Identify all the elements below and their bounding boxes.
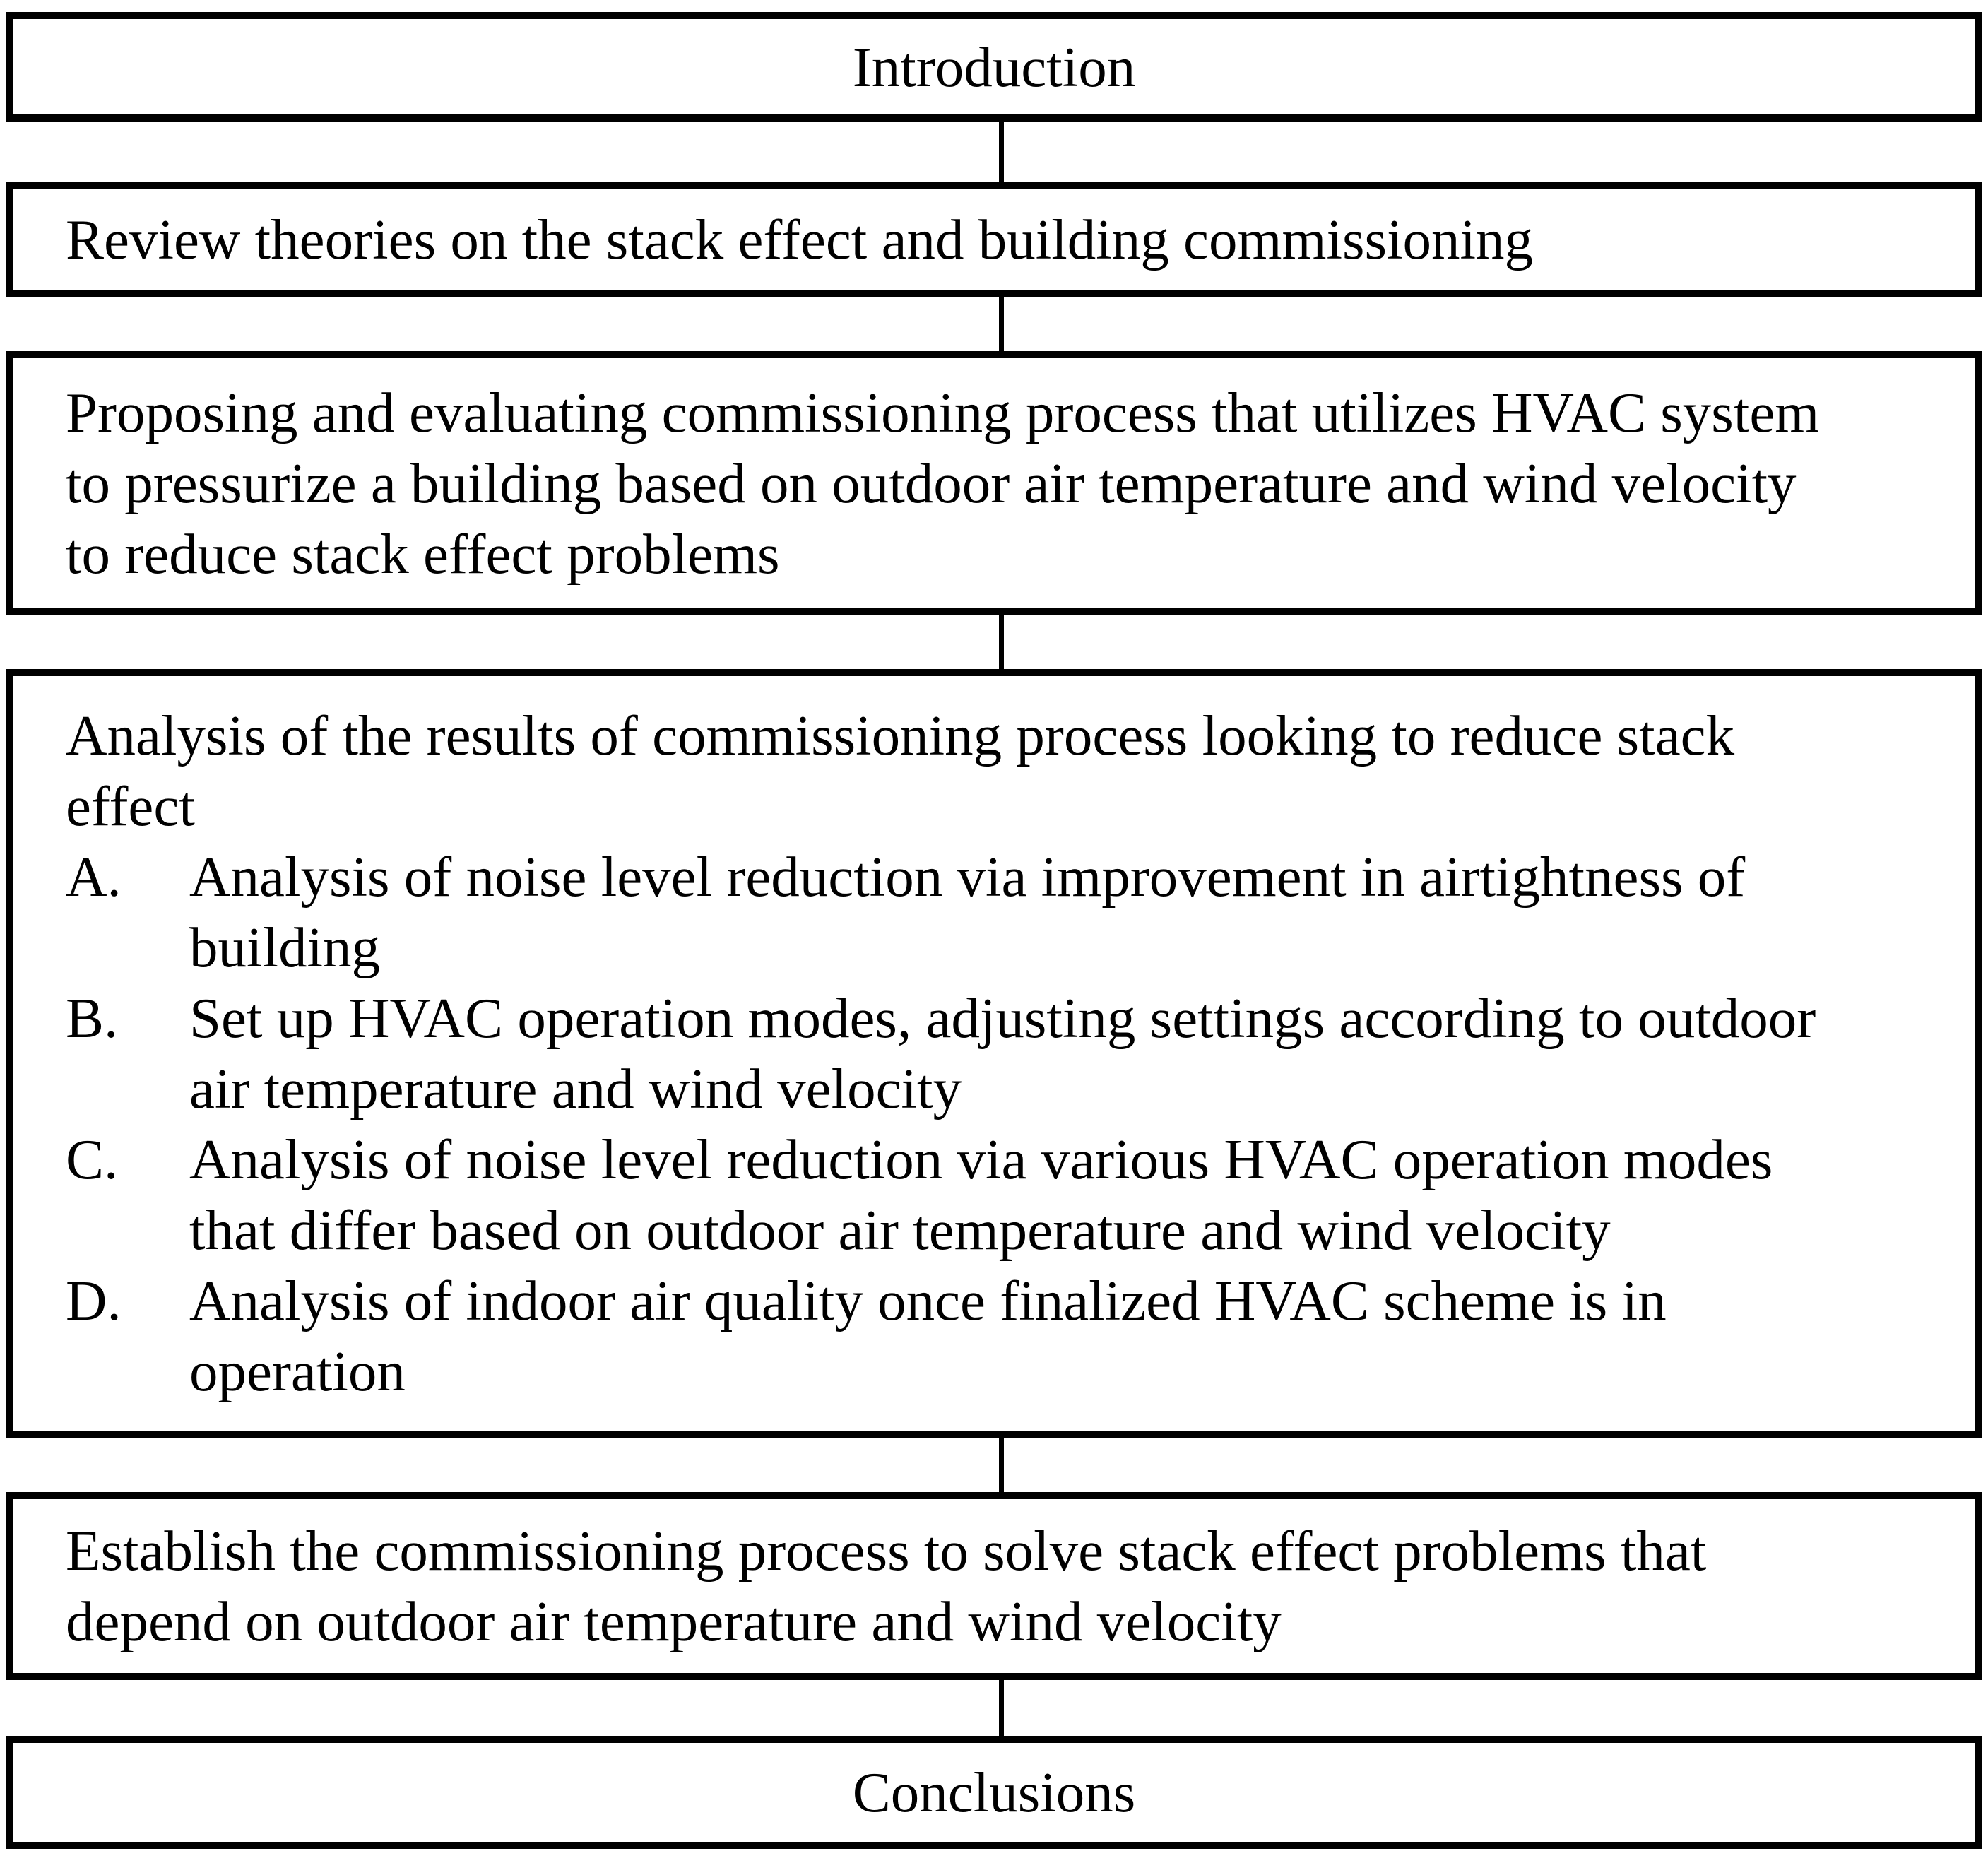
- list-item-a-line-1: Analysis of noise level reduction via im…: [189, 845, 1746, 909]
- box-introduction-title: Introduction: [852, 35, 1136, 99]
- box-proposing-line-1: Proposing and evaluating commissioning p…: [66, 380, 1820, 444]
- list-item-c: C. Analysis of noise level reduction via…: [66, 1124, 1954, 1265]
- connector-line-4: [998, 1438, 1004, 1492]
- connector-line-5: [998, 1680, 1004, 1736]
- box-review: Review theories on the stack effect and …: [6, 182, 1982, 297]
- box-introduction: Introduction: [6, 12, 1982, 122]
- list-item-b-text: Set up HVAC operation modes, adjusting s…: [189, 983, 1954, 1124]
- box-analysis-intro-line-1: Analysis of the results of commissioning…: [66, 704, 1735, 767]
- list-item-d-line-2: operation: [189, 1339, 406, 1403]
- box-proposing-line-2: to pressurize a building based on outdoo…: [66, 451, 1797, 515]
- box-establish-line-1: Establish the commissioning process to s…: [66, 1519, 1707, 1583]
- list-item-b-line-1: Set up HVAC operation modes, adjusting s…: [189, 986, 1816, 1050]
- list-item-a-label: A.: [66, 845, 122, 909]
- box-conclusions: Conclusions: [6, 1736, 1982, 1849]
- box-analysis: Analysis of the results of commissioning…: [6, 669, 1982, 1438]
- list-item-b-line-2: air temperature and wind velocity: [189, 1057, 962, 1120]
- list-item-b: B. Set up HVAC operation modes, adjustin…: [66, 983, 1954, 1124]
- list-item-d-text: Analysis of indoor air quality once fina…: [189, 1265, 1954, 1407]
- list-item-c-label: C.: [66, 1128, 119, 1191]
- box-analysis-intro-line-2: effect: [66, 774, 195, 838]
- box-conclusions-title: Conclusions: [852, 1761, 1136, 1824]
- list-item-b-label: B.: [66, 986, 119, 1050]
- box-establish: Establish the commissioning process to s…: [6, 1492, 1982, 1680]
- list-item-a-line-2: building: [189, 916, 381, 979]
- list-item-a-text: Analysis of noise level reduction via im…: [189, 841, 1954, 983]
- connector-line-2: [998, 297, 1004, 351]
- box-proposing: Proposing and evaluating commissioning p…: [6, 351, 1982, 615]
- list-item-a: A. Analysis of noise level reduction via…: [66, 841, 1954, 983]
- list-item-d: D. Analysis of indoor air quality once f…: [66, 1265, 1954, 1407]
- box-establish-line-2: depend on outdoor air temperature and wi…: [66, 1590, 1282, 1653]
- connector-line-3: [998, 615, 1004, 669]
- box-review-text: Review theories on the stack effect and …: [66, 207, 1534, 271]
- list-item-c-text: Analysis of noise level reduction via va…: [189, 1124, 1954, 1265]
- list-item-d-label: D.: [66, 1269, 122, 1332]
- list-item-c-line-1: Analysis of noise level reduction via va…: [189, 1128, 1773, 1191]
- connector-line-1: [998, 122, 1004, 182]
- box-proposing-line-3: to reduce stack effect problems: [66, 521, 780, 586]
- list-item-c-line-2: that differ based on outdoor air tempera…: [189, 1198, 1611, 1262]
- list-item-d-line-1: Analysis of indoor air quality once fina…: [189, 1269, 1667, 1332]
